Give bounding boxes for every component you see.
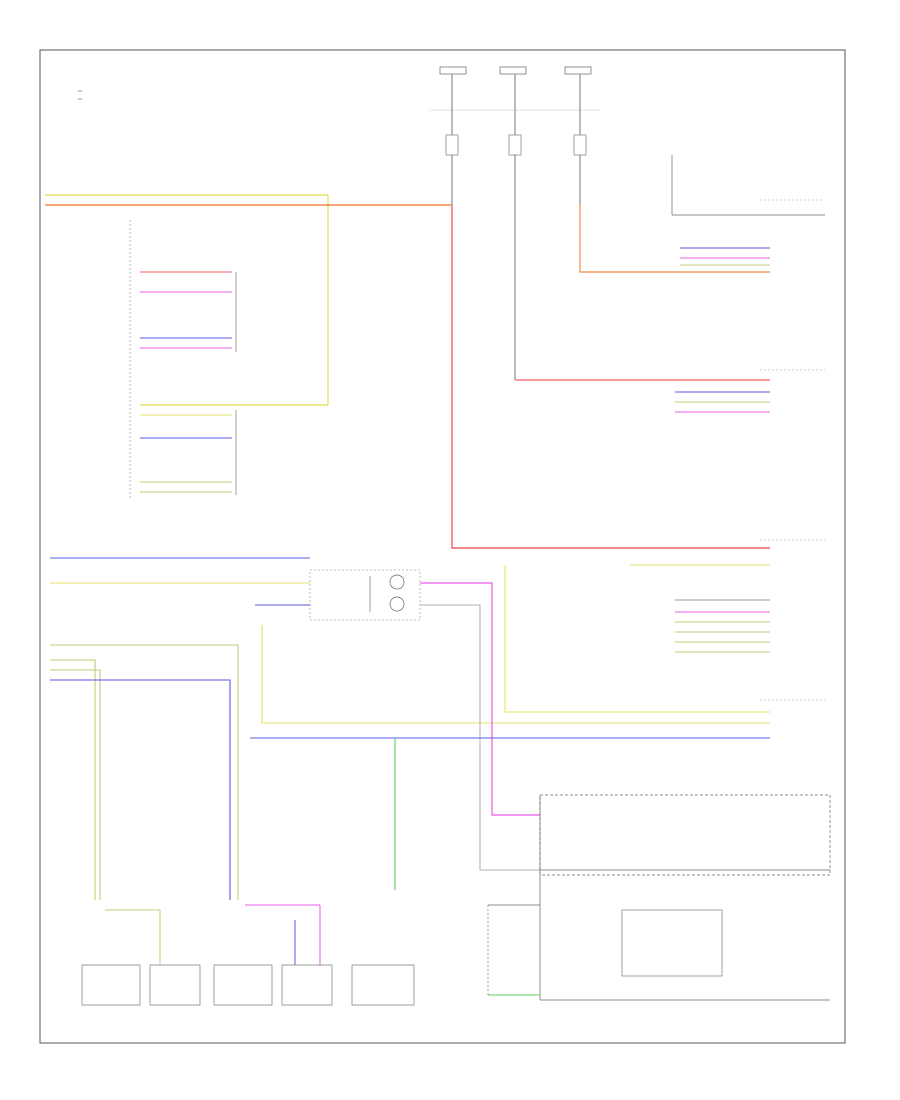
wire-red-main [451, 205, 770, 549]
bottom-modules [81, 964, 415, 1006]
switch-module [487, 794, 831, 1001]
right-modules [671, 155, 825, 701]
legend [78, 90, 82, 100]
wires [45, 194, 770, 965]
wire-yellow-top [45, 194, 329, 406]
center-module [309, 569, 421, 621]
fuse-1 [439, 66, 467, 75]
fuse-2 [499, 66, 527, 75]
top-fuses [430, 66, 600, 380]
diagram-border [39, 49, 846, 1044]
wire-orange-2 [579, 205, 770, 273]
fuse-3 [564, 66, 592, 75]
